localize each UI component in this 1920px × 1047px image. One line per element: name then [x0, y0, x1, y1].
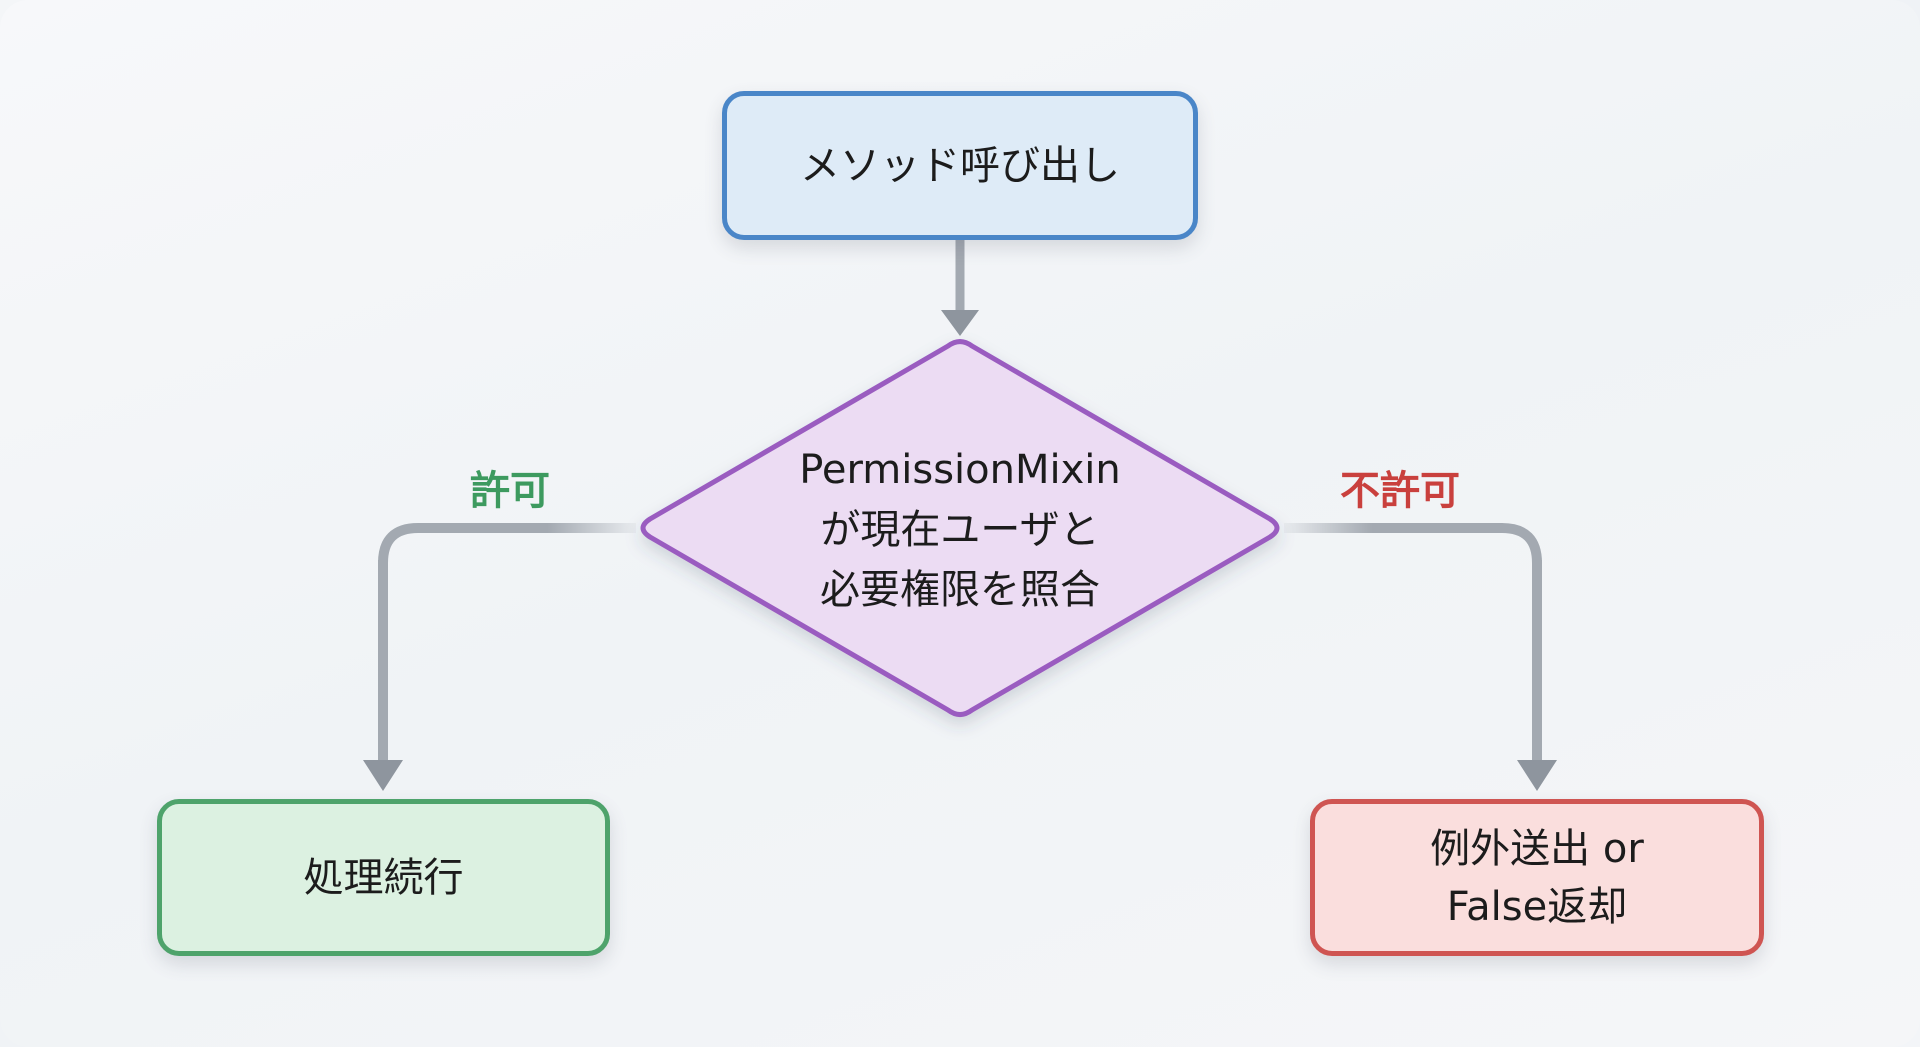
decision-label: PermissionMixin が現在ユーザと 必要権限を照合	[799, 447, 1121, 613]
node-raise-or-return-false[interactable]: 例外送出 or False返却	[1310, 799, 1764, 956]
connector-allowed	[378, 523, 636, 763]
node-label: 例外送出 or False返却	[1430, 825, 1644, 930]
arrowhead-down-icon	[1517, 760, 1557, 791]
node-continue-processing[interactable]: 処理続行	[157, 799, 610, 956]
node-label: メソッド呼び出し	[800, 142, 1120, 189]
node-method-call[interactable]: メソッド呼び出し	[722, 91, 1198, 240]
edge-label-denied: 不許可	[1340, 468, 1460, 514]
arrowhead-down-icon	[363, 760, 403, 791]
decision-diamond[interactable]	[640, 339, 1280, 717]
node-label: 処理続行	[303, 854, 464, 901]
connector-denied	[1284, 523, 1542, 763]
arrowhead-down-icon	[941, 310, 979, 336]
edge-label-allowed: 許可	[470, 468, 550, 514]
